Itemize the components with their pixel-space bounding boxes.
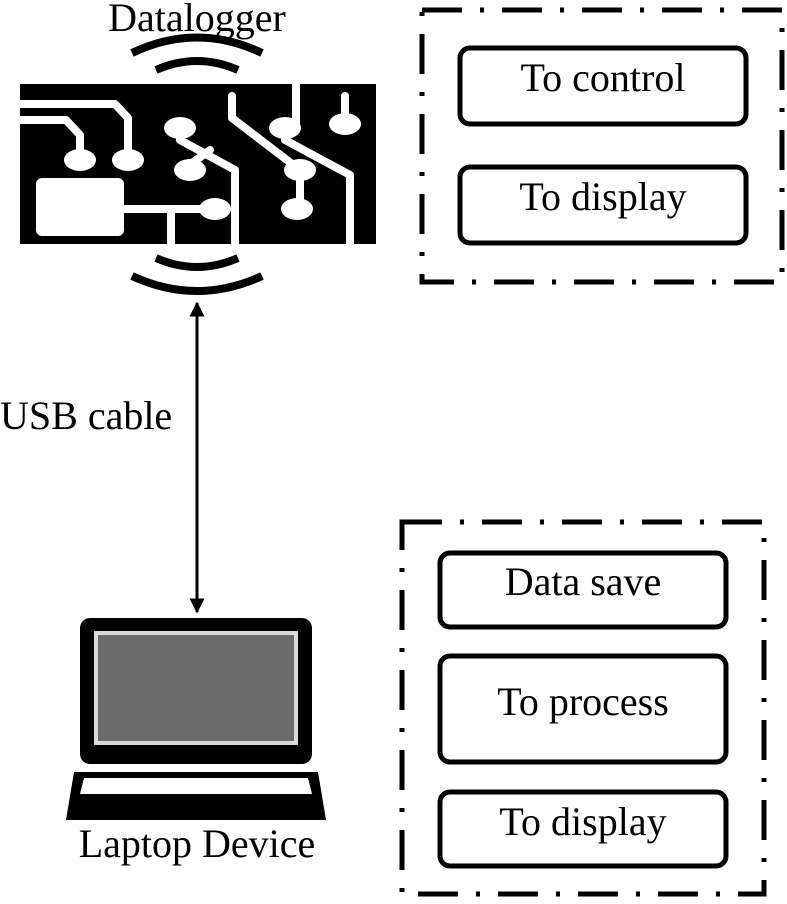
function-box-label: To control <box>521 55 686 100</box>
laptop-icon <box>66 618 326 820</box>
usb-cable-label: USB cable <box>0 393 172 438</box>
function-box-label: Data save <box>505 559 662 604</box>
datalogger-label: Datalogger <box>108 0 286 40</box>
function-box-label: To display <box>519 174 686 219</box>
function-box-label: To process <box>497 679 669 724</box>
function-box: To process <box>437 653 729 765</box>
function-box: To display <box>457 164 749 246</box>
laptop-functions-group <box>399 519 767 897</box>
wireless-signal-top-icon <box>130 33 264 74</box>
function-box: To control <box>457 45 749 127</box>
circuit-board-icon <box>16 80 376 248</box>
wireless-signal-bottom-icon <box>130 254 264 295</box>
function-box-label: To display <box>499 799 666 844</box>
laptop-label: Laptop Device <box>79 821 316 866</box>
datalogger-functions-group <box>419 7 785 285</box>
function-box: Data save <box>437 550 729 630</box>
function-box: To display <box>437 789 729 869</box>
